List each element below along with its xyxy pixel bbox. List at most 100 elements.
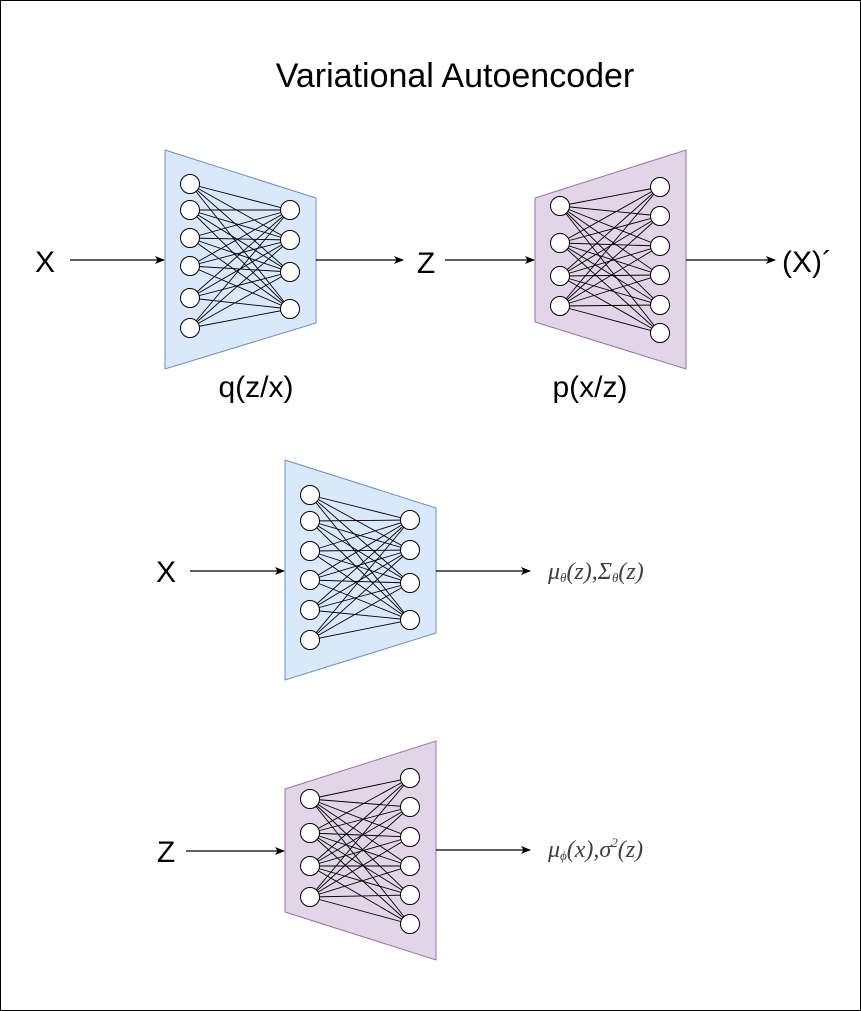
connection-line (309, 806, 411, 867)
connection-line (309, 519, 411, 611)
connection-line (309, 894, 411, 898)
connection-line (309, 550, 411, 584)
connection-line (309, 798, 411, 808)
connection-line (309, 582, 411, 611)
connection-line (189, 271, 291, 299)
bottom-decoder-network (284, 740, 437, 961)
output-neuron (650, 265, 670, 285)
input-neuron (300, 856, 320, 876)
middle-input-label: X (156, 556, 176, 589)
connection-line (309, 582, 411, 641)
input-neuron (180, 318, 200, 338)
output-neuron (400, 768, 420, 788)
input-neuron (180, 256, 200, 276)
input-neuron (300, 789, 320, 809)
top-decoder-network (534, 149, 687, 370)
connection-line (309, 520, 411, 621)
connection-line (559, 242, 661, 306)
connection-line (189, 209, 291, 239)
sigma-symbol: σ (599, 837, 612, 863)
input-neuron (180, 288, 200, 308)
connection-line (309, 494, 411, 551)
connection-line (309, 777, 411, 867)
input-neuron (300, 541, 320, 561)
connection-line (559, 215, 661, 307)
connection-line (309, 798, 411, 838)
connection-line (559, 205, 661, 217)
input-neuron (300, 485, 320, 505)
connection-line (559, 304, 661, 307)
diagram-title: Variational Autoencoder (276, 57, 635, 95)
connection-line (189, 237, 291, 273)
connection-line (189, 265, 291, 310)
connection-line (309, 619, 411, 641)
connection-line (189, 308, 291, 329)
connection-line (309, 806, 411, 834)
connection-line (559, 242, 661, 247)
mu-symbol: μ (547, 559, 560, 585)
sigma-argument: (z) (618, 837, 643, 863)
output-neuron (280, 230, 300, 250)
connection-line (189, 209, 291, 273)
input-neuron (180, 200, 200, 220)
top-output-label: (X)´ (782, 246, 832, 279)
connection-line (309, 579, 411, 584)
input-neuron (300, 600, 320, 620)
connection-line (189, 237, 291, 310)
connection-line (559, 205, 661, 334)
connection-line (559, 205, 661, 247)
connection-line (189, 183, 291, 211)
connection-line (559, 186, 661, 207)
sigma-subscript: θ (612, 570, 619, 585)
connection-line (309, 806, 411, 898)
input-neuron (550, 196, 570, 216)
output-neuron (400, 797, 420, 817)
bottom-output-formula: μϕ(x),σ2(z) (547, 835, 643, 863)
connection-line (309, 798, 411, 896)
sigma-symbol: Σ (597, 559, 612, 585)
connection-line (309, 549, 411, 641)
connection-line (309, 777, 411, 834)
connection-line (309, 865, 411, 898)
connection-line (189, 183, 291, 310)
connection-line (309, 836, 411, 898)
top-input-label: X (35, 246, 55, 279)
connection-line (309, 609, 411, 621)
connection-line (309, 494, 411, 521)
output-neuron (400, 610, 420, 630)
connection-line (309, 519, 411, 581)
input-neuron (550, 296, 570, 316)
connection-line (559, 186, 661, 277)
output-neuron (400, 827, 420, 847)
connection-line (309, 579, 411, 621)
connection-line (309, 550, 411, 621)
connection-line (559, 305, 661, 334)
decoder-caption: p(x/z) (553, 371, 628, 404)
input-neuron (300, 823, 320, 843)
mu-subscript: θ (560, 570, 567, 585)
connection-line (309, 494, 411, 621)
connection-line (559, 186, 661, 307)
mu-argument: (x), (567, 837, 600, 863)
connection-line (309, 798, 411, 925)
input-neuron (180, 228, 200, 248)
sigma-argument: (z) (618, 559, 643, 585)
connection-line (189, 271, 291, 329)
output-neuron (400, 573, 420, 593)
input-neuron (550, 266, 570, 286)
connection-line (309, 519, 411, 641)
mu-symbol: μ (547, 837, 560, 863)
connection-line (309, 519, 411, 552)
connection-line (189, 209, 291, 329)
connection-line (309, 832, 411, 867)
input-neuron (550, 233, 570, 253)
input-neuron (300, 570, 320, 590)
connection-line (309, 798, 411, 867)
output-neuron (280, 299, 300, 319)
connection-line (189, 209, 291, 241)
output-neuron (400, 914, 420, 934)
output-neuron (400, 510, 420, 530)
connection-line (559, 205, 661, 276)
output-neuron (650, 295, 670, 315)
bottom-input-label: Z (157, 836, 175, 869)
